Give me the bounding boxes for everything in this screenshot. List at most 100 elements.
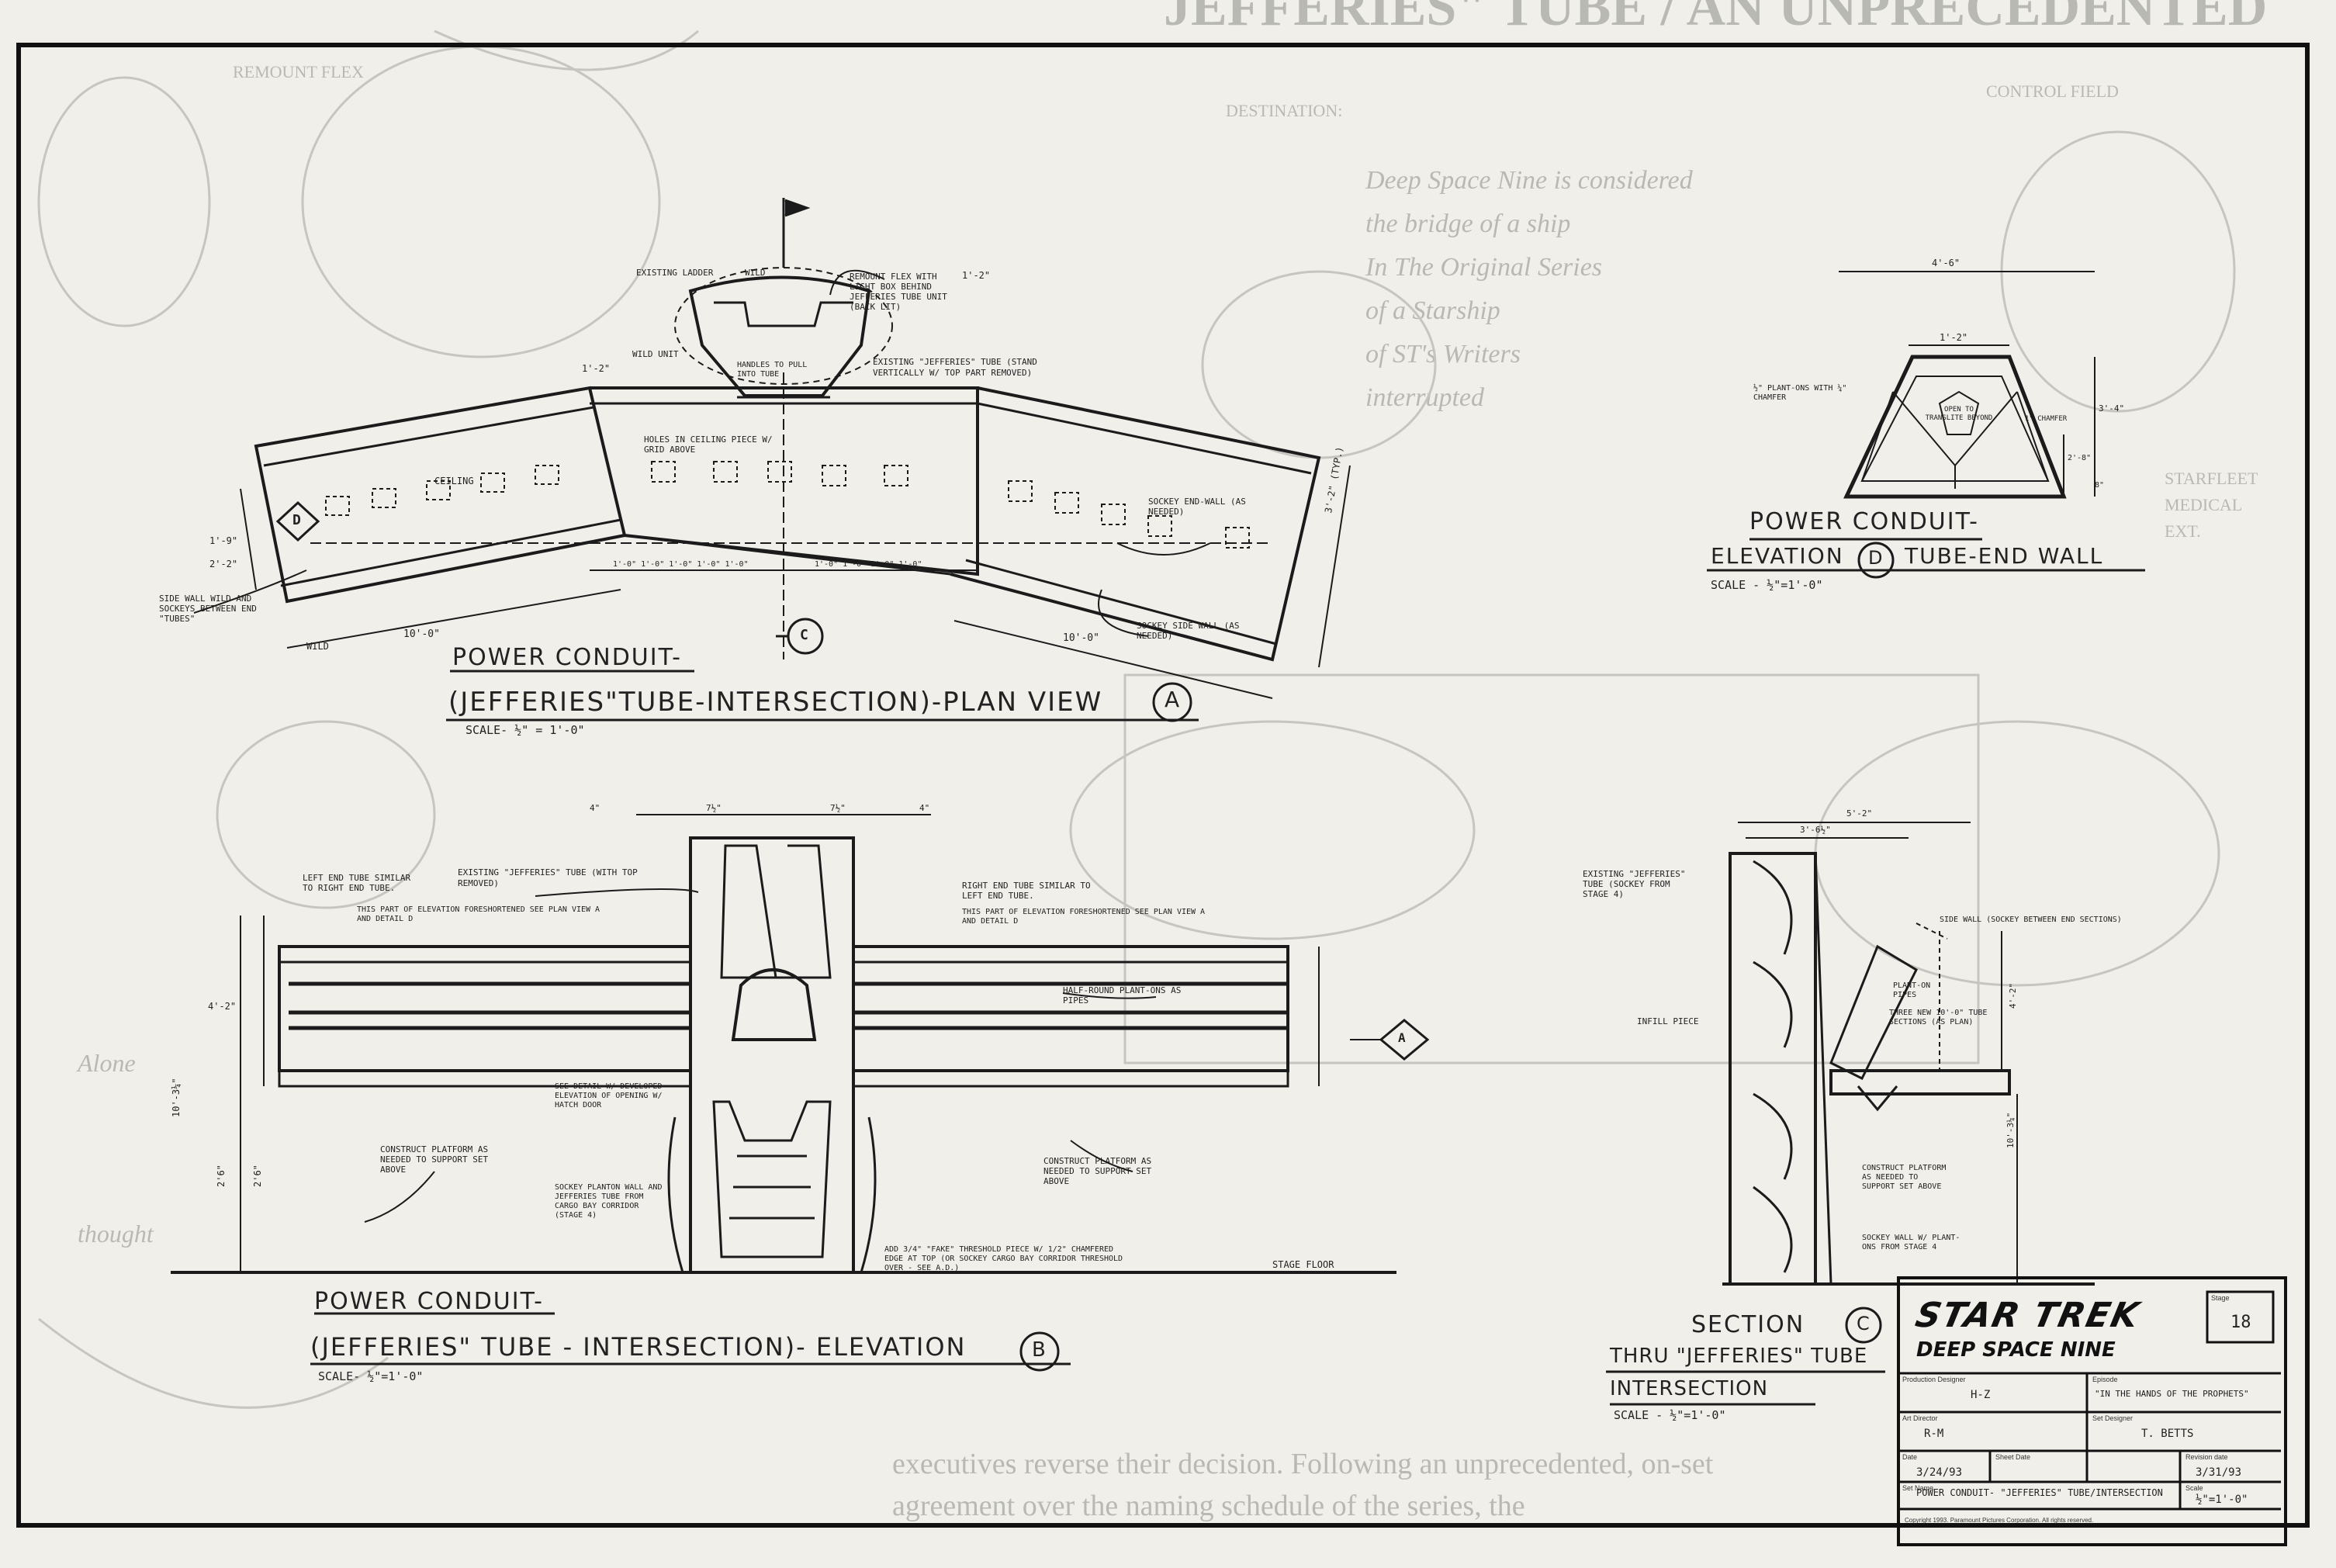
plan-note-existing-ladder: EXISTING LADDER [636, 268, 714, 278]
designer-value: H-Z [1971, 1389, 1991, 1401]
elev-note-threshold: ADD 3/4" "FAKE" THRESHOLD PIECE W/ 1/2" … [884, 1245, 1123, 1272]
section-dim-5-2: 5'-2" [1846, 808, 1873, 819]
ghost-left-line: thought [78, 1220, 154, 1248]
elev-dim-top-7-right: 7½" [830, 803, 846, 813]
elev-dim-top-4-right: 4" [919, 803, 930, 813]
plan-note-dim-1-2-top: 1'-2" [962, 270, 991, 281]
set-designer-label: Set Designer [2092, 1414, 2134, 1422]
ghost-header: JEFFERIES" TUBE / AN UNPRECEDENTED [1164, 0, 2268, 37]
title-block-grid [1897, 1290, 2281, 1511]
ghost-left-line: Alone [78, 1049, 136, 1077]
plan-note-ceiling: CEILING [434, 476, 474, 486]
scale-value: ½"=1'-0" [2196, 1494, 2248, 1506]
ghost-center-caption: DESTINATION: [1226, 101, 1343, 120]
sheet-date-label: Sheet Date [1995, 1453, 2031, 1461]
ghost-paragraph: Deep Space Nine is considered the bridge… [1365, 159, 1693, 420]
endwall-dim-8: 8" [2095, 481, 2105, 490]
section-note-construct-platform: CONSTRUCT PLATFORM AS NEEDED TO SUPPORT … [1862, 1164, 1947, 1191]
date-value: 3/24/93 [1916, 1466, 1963, 1479]
title-block [1897, 1276, 2287, 1546]
sheet-border [16, 43, 2310, 1528]
section-note-side-wall: SIDE WALL (SOCKEY BETWEEN END SECTIONS) [1940, 916, 2122, 924]
plan-note-remount-flex: REMOUNT FLEX WITH LIGHT BOX BEHIND JEFFE… [850, 272, 947, 312]
ghost-left-caption: REMOUNT FLEX [233, 62, 364, 81]
end-wall-drawing [1707, 271, 2145, 579]
section-drawing [1606, 822, 2095, 1406]
episode-value: "IN THE HANDS OF THE PROPHETS" [2095, 1389, 2249, 1399]
elev-note-sockey-planton: SOCKEY PLANTON WALL AND JEFFERIES TUBE F… [555, 1183, 663, 1220]
ghost-paragraph-line: interrupted [1365, 383, 1484, 412]
elev-dim-10-3: 10'-3¼" [171, 1078, 182, 1117]
plan-note-dim-2-2: 2'-2" [209, 559, 238, 569]
ghost-left-text: Alone thought [78, 978, 154, 1319]
ghost-paragraph-line: In The Original Series [1365, 253, 1603, 282]
elev-note-see-detail: SEE DETAIL W/ DEVELOPED ELEVATION OF OPE… [555, 1082, 663, 1109]
plan-note-dim-10-right: 10'-0" [1063, 632, 1099, 644]
elevation-scale: SCALE- ½"=1'-0" [318, 1369, 424, 1383]
elev-note-left-end-tube: LEFT END TUBE SIMILAR TO RIGHT END TUBE. [303, 873, 411, 893]
plan-note-dim-1-2-left: 1'-2" [582, 363, 611, 374]
plan-note-wild-unit: WILD UNIT [632, 349, 679, 359]
plan-view-drawing [193, 198, 1351, 722]
section-dim-3-6: 3'-6½" [1800, 825, 1831, 835]
elev-note-existing-tube: EXISTING "JEFFERIES" TUBE (WITH TOP REMO… [458, 867, 638, 888]
elev-note-right-end-tube: RIGHT END TUBE SIMILAR TO LEFT END TUBE. [962, 881, 1091, 901]
plan-note-dims-row-right: 1'-0" 1'-0" 1'-0" 1'-0" [815, 560, 922, 569]
plan-note-handles: HANDLES TO PULL INTO TUBE [737, 361, 808, 379]
elev-marker-a: A [1398, 1030, 1406, 1045]
plan-note-dim-1-9: 1'-9" [209, 535, 238, 546]
plan-marker-d: D [292, 512, 301, 528]
section-title-line3: INTERSECTION [1610, 1377, 1769, 1400]
section-note-plant-on-pipes: PLANT-ON PIPES [1893, 981, 1931, 999]
elev-note-foreshortened-left: THIS PART OF ELEVATION FORESHORTENED SEE… [357, 905, 600, 923]
section-note-sockey-wall: SOCKEY WALL W/ PLANT-ONS FROM STAGE 4 [1862, 1234, 1961, 1251]
set-designer-value: T. BETTS [2141, 1428, 2194, 1440]
endwall-note-open: OPEN TO TRANSLITE BEYOND [1925, 406, 1993, 422]
plan-note-existing-tube: EXISTING "JEFFERIES" TUBE (STAND VERTICA… [873, 357, 1037, 378]
elev-dim-2-6-a: 2'6" [216, 1165, 227, 1187]
section-scale: SCALE - ½"=1'-0" [1614, 1408, 1726, 1422]
scale-label: Scale [2185, 1484, 2203, 1492]
plan-note-dims-row-left: 1'-0" 1'-0" 1'-0" 1'-0" 1'-0" [613, 560, 749, 569]
designer-label: Production Designer [1902, 1376, 1966, 1383]
date-label: Date [1902, 1453, 1918, 1461]
elev-dim-top-7-left: 7½" [706, 803, 722, 813]
ghost-sidebar: STARFLEET MEDICAL EXT. [2165, 466, 2258, 545]
set-name-label: Set Name [1902, 1484, 1934, 1492]
ghost-bottom-text: executives reverse their decision. Follo… [892, 1443, 1713, 1527]
revision-value: 3/31/93 [2196, 1466, 2242, 1479]
plan-note-side-wall: SIDE WALL WILD AND SOCKEYS BETWEEN END "… [159, 594, 257, 624]
ghost-paragraph-line: the bridge of a ship [1365, 209, 1571, 238]
endwall-note-plant-ons: ½" PLANT-ONS WITH ¼" CHAMFER [1753, 384, 1847, 402]
elev-dim-top-4-left: 4" [590, 803, 600, 813]
elev-note-half-round: HALF-ROUND PLANT-ONS AS PIPES [1063, 985, 1182, 1006]
plan-view-marker-a: A [1165, 687, 1182, 712]
ghost-sidebar-line: MEDICAL [2165, 495, 2243, 514]
ghost-paragraph-line: Deep Space Nine is considered [1365, 166, 1693, 195]
ghost-bottom-line: agreement over the naming schedule of th… [892, 1490, 1525, 1522]
elevation-view-drawing [171, 814, 1430, 1372]
elevation-title-line1: POWER CONDUIT- [314, 1288, 545, 1315]
plan-note-wild-top: WILD [745, 268, 766, 278]
section-note-infill: INFILL PIECE [1637, 1016, 1699, 1026]
stage-label: Stage [2211, 1294, 2230, 1302]
ghost-paragraph-line: of ST's Writers [1365, 340, 1521, 369]
section-dim-10-3: 10'-3¼" [2005, 1112, 2016, 1148]
endwall-title-line1: POWER CONDUIT- [1749, 508, 1980, 535]
plan-note-dim-10-left: 10'-0" [403, 628, 440, 640]
logo-deep-space-nine: DEEP SPACE NINE [1916, 1338, 2116, 1362]
elev-dim-4-2: 4'-2" [208, 1001, 237, 1012]
section-note-three-new-tubes: THREE NEW 10'-0" TUBE SECTIONS (AS PLAN) [1889, 1009, 1988, 1026]
plan-view-title-line1: POWER CONDUIT- [452, 644, 683, 671]
set-name-value: POWER CONDUIT- "JEFFERIES" TUBE/INTERSEC… [1916, 1487, 2163, 1498]
plan-view-scale: SCALE- ½" = 1'-0" [465, 723, 585, 737]
endwall-dim-2-8: 2'-8" [2068, 454, 2092, 462]
section-title-line2: THRU "JEFFERIES" TUBE [1610, 1345, 1868, 1368]
plan-note-sockey-end-wall: SOCKEY END-WALL (AS NEEDED) [1148, 497, 1246, 517]
endwall-marker-d: D [1868, 547, 1884, 569]
elev-note-construct-platform-right: CONSTRUCT PLATFORM AS NEEDED TO SUPPORT … [1043, 1156, 1152, 1186]
plan-note-sockey-side-wall: SOCKEY SIDE WALL (AS NEEDED) [1137, 621, 1240, 641]
section-dim-4-2: 4'-2" [2008, 982, 2018, 1009]
elev-note-stage-floor: STAGE FLOOR [1272, 1259, 1334, 1270]
